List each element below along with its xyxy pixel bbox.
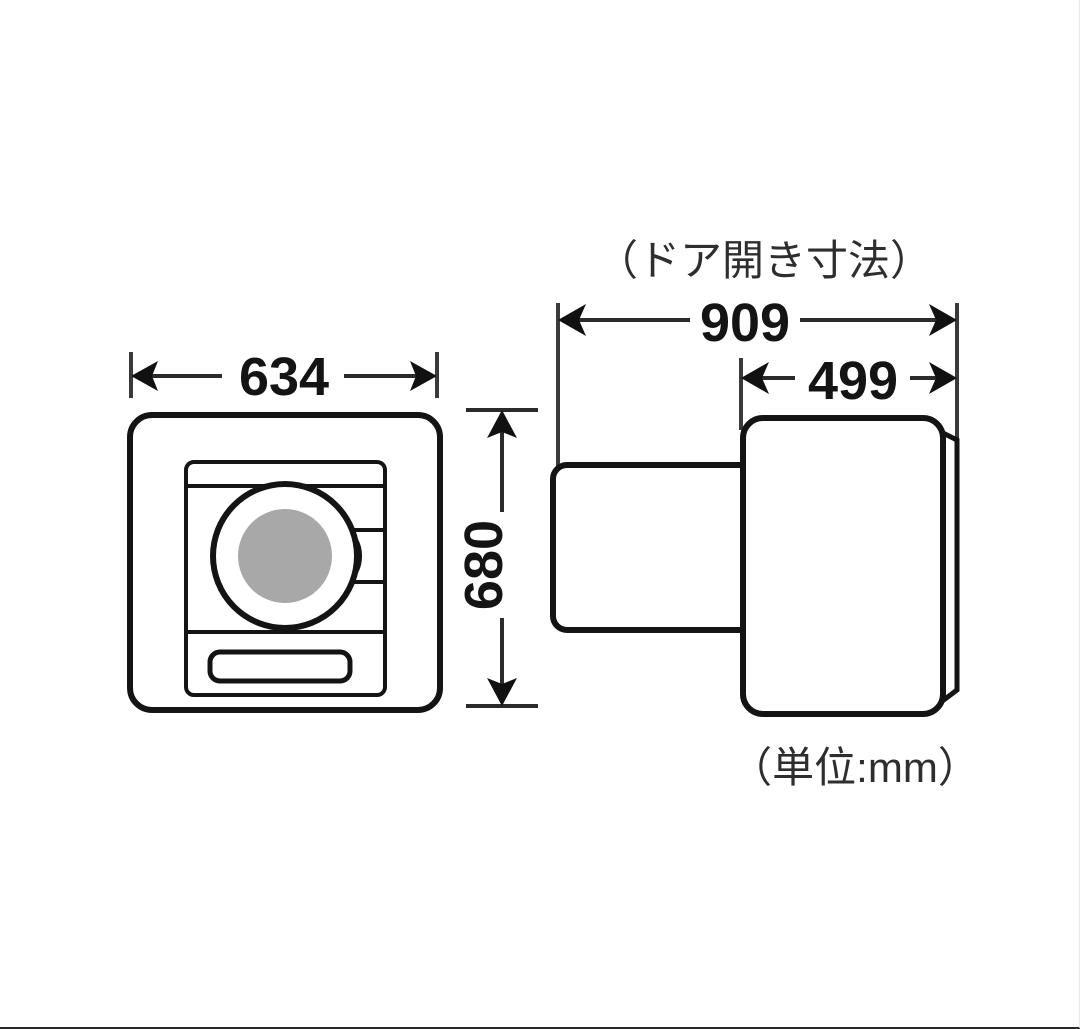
filter-drawer[interactable] (207, 649, 353, 684)
unit-note: （単位:mm） (730, 744, 980, 791)
dimension-label-909: 909 (700, 293, 790, 353)
front-view: 634 (127, 347, 538, 713)
dimension-width-634: 634 (129, 347, 439, 407)
dimension-label-499: 499 (808, 351, 898, 411)
arrowhead-909-right-icon (929, 304, 957, 336)
arrowhead-right-icon (410, 361, 437, 391)
dimension-height-680: 680 (454, 408, 538, 708)
dimension-depth-499: 499 (741, 351, 957, 411)
body-plan (740, 415, 946, 717)
door-glass (238, 509, 332, 603)
arrowhead-909-left-icon (558, 304, 586, 336)
door-open-note: （ドア開き寸法） (596, 237, 932, 284)
top-view: （ドア開き寸法） 909 499 (550, 237, 980, 791)
arrowhead-499-left-icon (741, 362, 769, 394)
arrowhead-left-icon (131, 361, 158, 391)
dimension-label-680: 680 (454, 520, 514, 610)
arrowhead-499-right-icon (929, 362, 957, 394)
dimension-door-open-909: 909 (558, 293, 957, 353)
arrowhead-top-icon (487, 410, 517, 438)
dimension-label-634: 634 (239, 347, 329, 407)
arrowhead-bottom-icon (487, 678, 517, 706)
